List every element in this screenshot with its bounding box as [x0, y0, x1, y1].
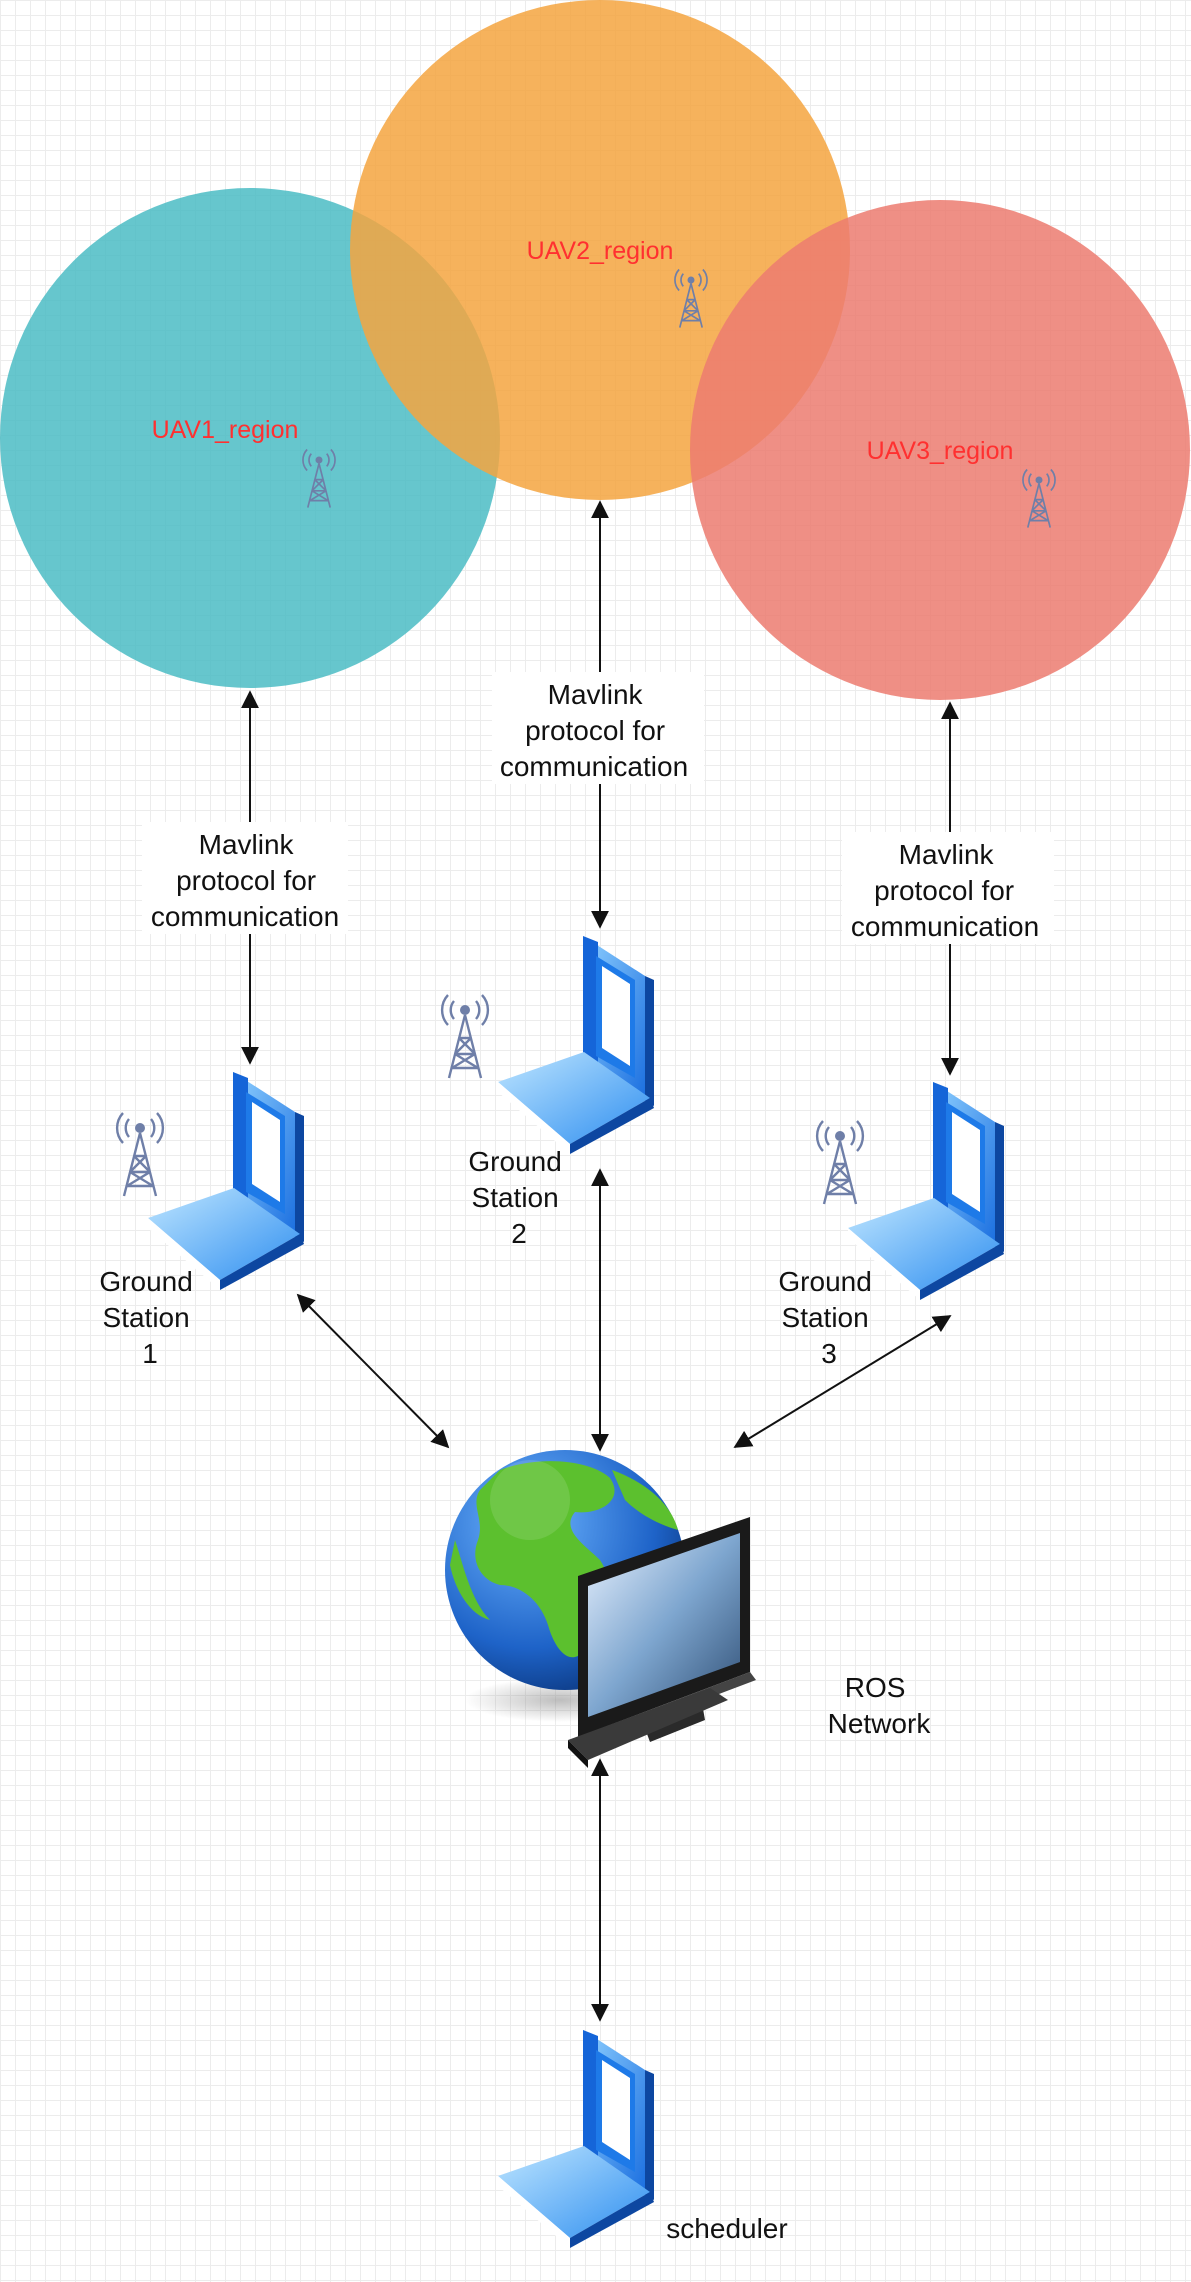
region-label-uav3: UAV3_region: [867, 437, 1014, 465]
edge-gs3-ros: [733, 1315, 952, 1448]
edge-label-bg: [492, 672, 704, 784]
region-uav3: [690, 200, 1190, 700]
edge-label-bg: [842, 832, 1054, 944]
ground-station-2: Ground Station 2: [440, 936, 654, 1249]
edge-gs1-ros: [296, 1293, 450, 1449]
ground-station-3-label: Ground Station 3: [778, 1266, 879, 1369]
radio-tower-icon: [440, 993, 490, 1080]
edge-label-bg: [142, 822, 348, 934]
scheduler-label: scheduler: [666, 2213, 787, 2244]
ground-station-2-label: Ground Station 2: [468, 1146, 569, 1249]
laptop-icon: [498, 2030, 654, 2248]
scheduler: scheduler: [498, 2030, 788, 2248]
ground-station-3: Ground Station 3: [778, 1082, 1004, 1369]
edge-label-uav2-gs2: Mavlink protocol for communication: [500, 679, 688, 782]
laptop-icon: [148, 1072, 304, 1290]
ros-network-label: ROS Network: [828, 1672, 932, 1739]
edge-label-uav1-gs1: Mavlink protocol for communication: [151, 829, 339, 932]
ground-station-1: Ground Station 1: [99, 1072, 304, 1369]
ros-network: ROS Network: [445, 1450, 931, 1768]
region-label-uav2: UAV2_region: [527, 237, 674, 265]
radio-tower-icon: [815, 1119, 865, 1206]
ground-station-1-label: Ground Station 1: [99, 1266, 200, 1369]
radio-tower-icon: [115, 1111, 165, 1198]
laptop-icon: [498, 936, 654, 1154]
region-label-uav1: UAV1_region: [152, 416, 299, 444]
monitor-icon: [568, 1517, 756, 1768]
edge-label-uav3-gs3: Mavlink protocol for communication: [851, 839, 1039, 942]
